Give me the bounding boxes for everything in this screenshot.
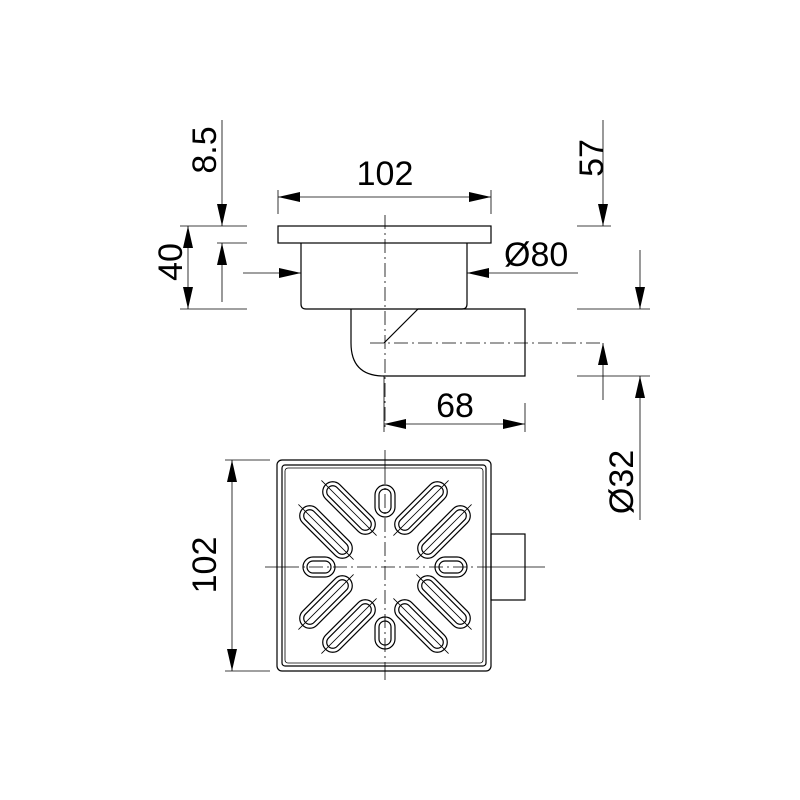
slot-diagonal (298, 574, 354, 630)
dimension-outlet-diameter: Ø32 (577, 250, 650, 520)
dimension-body-diameter: Ø80 (243, 236, 578, 278)
dim-outlet-offset-label: 68 (436, 387, 474, 425)
dimension-plan-size: 102 (186, 459, 270, 672)
plan-view: 102 (186, 450, 545, 680)
slot-bottom (374, 616, 396, 650)
grate-slots (298, 480, 472, 654)
dimension-outlet-height: 57 (573, 120, 611, 400)
side-view: 102 8.5 40 Ø80 (152, 120, 650, 520)
dim-width-label: 102 (357, 155, 414, 193)
drain-body (300, 243, 468, 310)
dim-body-diameter-label: Ø80 (504, 236, 568, 274)
outlet-pipe (350, 308, 526, 377)
dim-outlet-diameter-label: Ø32 (603, 450, 641, 514)
slot-diagonal (416, 504, 472, 560)
slot-diagonal (416, 574, 472, 630)
outlet-chamfer (383, 308, 419, 344)
dim-height-label: 40 (152, 243, 190, 281)
dimension-outlet-offset: 68 (383, 376, 526, 432)
dimension-width: 102 (277, 155, 492, 214)
frame-outer (276, 459, 492, 672)
slot-diagonal (321, 598, 377, 654)
frame-inner (281, 464, 487, 667)
slot-diagonal (393, 480, 449, 536)
slot-left (302, 556, 336, 578)
dim-plan-size-label: 102 (186, 537, 224, 594)
grate (284, 467, 484, 664)
flange (277, 225, 492, 244)
slot-diagonal (321, 480, 377, 536)
dimension-flange-and-height: 8.5 40 (152, 120, 247, 310)
slot-diagonal (393, 598, 449, 654)
dim-outlet-height-label: 57 (573, 139, 611, 177)
slot-diagonal (298, 504, 354, 560)
dim-flange-label: 8.5 (186, 126, 224, 173)
slot-right (434, 556, 468, 578)
slot-top (374, 484, 396, 518)
